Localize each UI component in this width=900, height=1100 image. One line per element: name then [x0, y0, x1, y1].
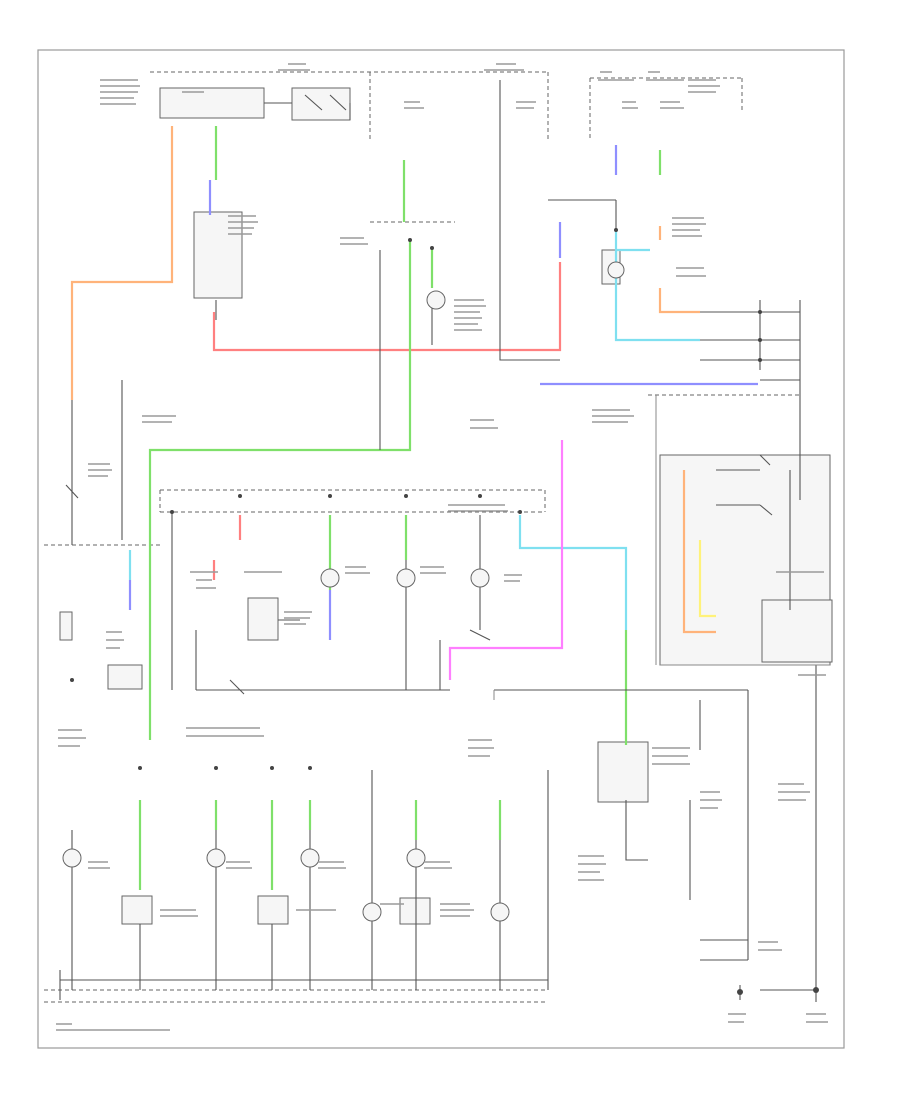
lamp-7: [320, 568, 340, 588]
lamp-1: [62, 848, 82, 868]
wire-yellow: [698, 540, 716, 618]
illum-switch-1: [121, 895, 153, 925]
fuse-left-1: [59, 611, 73, 641]
relay-box-top: [291, 87, 351, 121]
splice-nodes: [70, 228, 819, 995]
combination-switch-box: [193, 211, 243, 299]
top-fuse-box-outlines: [44, 71, 800, 1003]
wire-cyan-right-1: [614, 230, 700, 342]
instrument-panel-connector: [761, 599, 833, 663]
lamp-6: [490, 902, 510, 922]
wire-red-main: [212, 262, 562, 352]
lamp-9: [470, 568, 490, 588]
diagram-frame: [37, 49, 845, 1049]
lamp-8: [396, 568, 416, 588]
components: [59, 87, 833, 925]
body-ecu-box: [159, 87, 265, 119]
lamp-5: [406, 848, 426, 868]
wire-magenta: [448, 440, 564, 680]
illum-switch-2: [257, 895, 289, 925]
colored-wires: [70, 126, 758, 890]
wire-cyan-mid: [518, 515, 628, 630]
junction-box-right: [597, 741, 649, 803]
illum-switch-3: [399, 897, 431, 925]
annotation-marks: [56, 63, 828, 1031]
lamp-11: [607, 261, 625, 279]
lamp-10: [426, 290, 446, 310]
lamps: [62, 261, 625, 922]
dimmer-module-box: [247, 597, 279, 641]
lamp-4: [362, 902, 382, 922]
connector-box-left: [107, 664, 143, 690]
lamp-2: [206, 848, 226, 868]
wire-green-long: [148, 240, 412, 540]
lamp-3: [300, 848, 320, 868]
switch-symbols: [65, 94, 773, 695]
wire-orange-box: [682, 470, 716, 634]
wire-orange-right-2: [658, 288, 700, 314]
wire-orange-main: [70, 126, 174, 400]
